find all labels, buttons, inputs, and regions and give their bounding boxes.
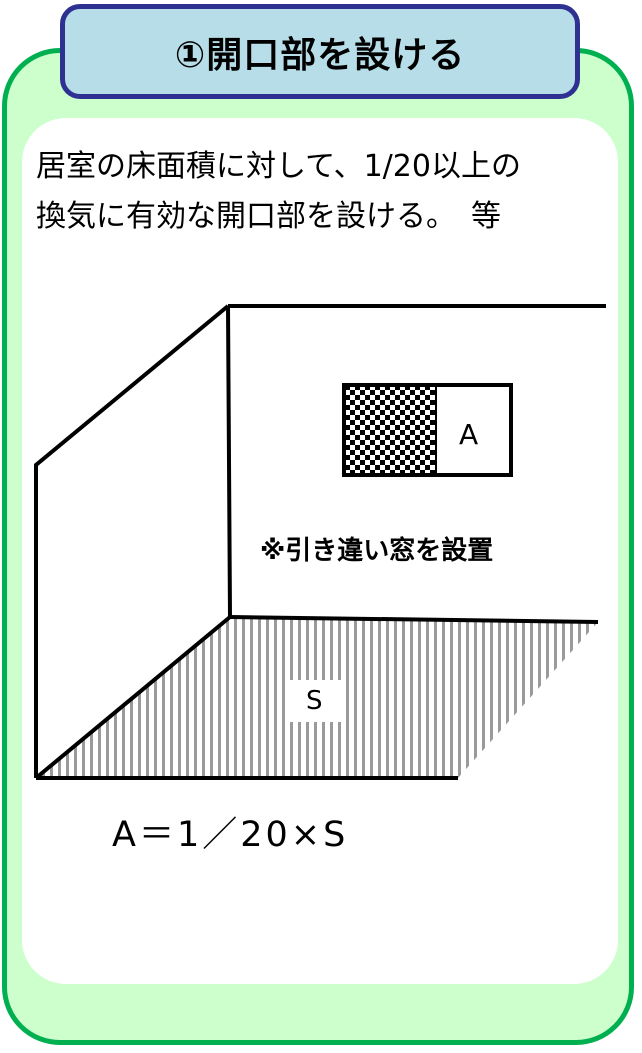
floor-label-s: S (306, 686, 323, 716)
back-wall-corner (226, 305, 232, 618)
description: 居室の床面積に対して、1/20以上の 換気に有効な開口部を設ける。 等 (36, 142, 611, 242)
page-title: ①開口部を設ける (174, 34, 466, 76)
sliding-window (342, 383, 513, 477)
window-label-a: A (459, 418, 479, 451)
window-glass-pane (344, 385, 436, 475)
floor-diagonal-edge (34, 615, 232, 780)
description-line-2: 換気に有効な開口部を設ける。 等 (36, 199, 501, 234)
content-panel (22, 118, 618, 984)
floor-label-backdrop (290, 680, 345, 722)
title-banner: ①開口部を設ける (60, 4, 580, 99)
area-formula: A＝1／20×S (112, 815, 349, 855)
description-line-1: 居室の床面積に対して、1/20以上の (36, 149, 521, 184)
back-wall-bottom-edge (229, 615, 599, 624)
window-frame (342, 383, 513, 477)
side-wall-outline (34, 304, 230, 778)
window-note: ※引き違い窓を設置 (260, 536, 494, 566)
